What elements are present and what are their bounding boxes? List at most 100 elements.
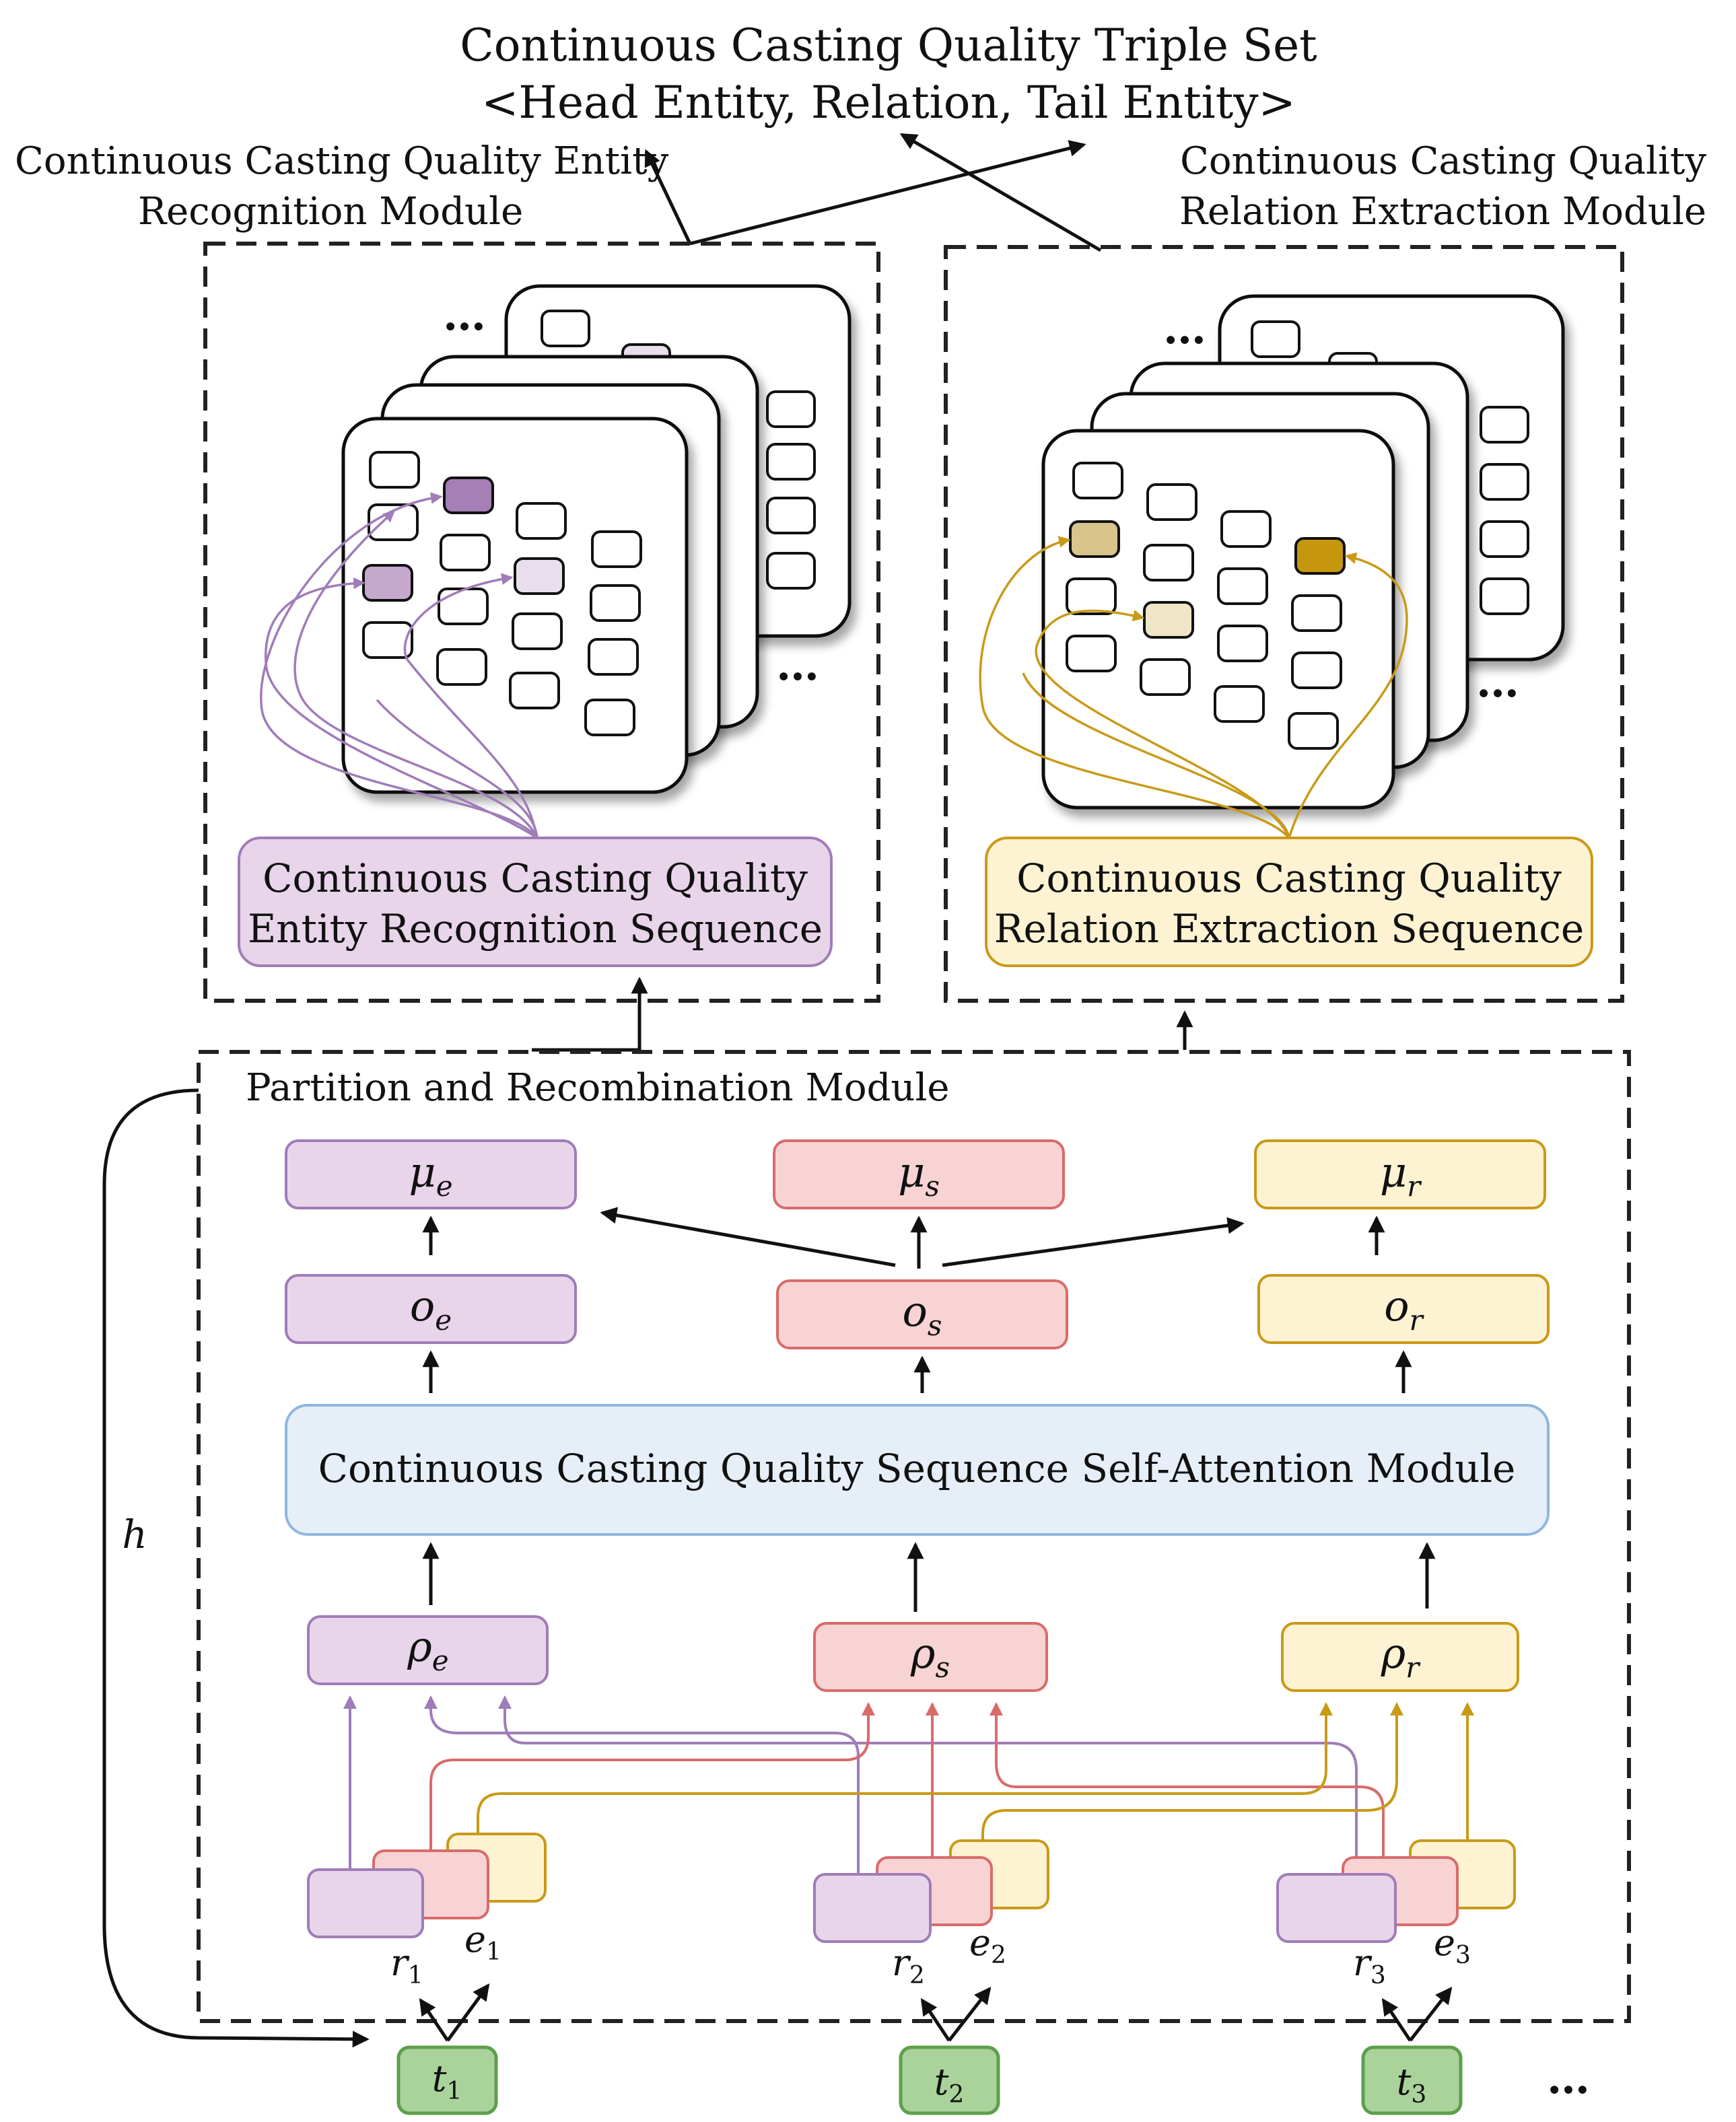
mu-r-symbol: μ <box>1380 1147 1407 1197</box>
o-e-symbol: o <box>410 1281 435 1331</box>
e1-symbol: e <box>464 1918 486 1960</box>
mu-e-box: μe <box>285 1139 577 1209</box>
triple-set-arrows <box>644 133 1102 252</box>
t2-symbol: t <box>934 2061 949 2103</box>
relation-sequence-arcs <box>979 536 1408 839</box>
svg-text:μr: μr <box>1380 1147 1422 1203</box>
h-label: h <box>122 1512 147 1557</box>
r1-subscript: 1 <box>408 1962 423 1989</box>
partition-module-label: Partition and Recombination Module <box>246 1066 950 1110</box>
triple-set-subtitle: <Head Entity, Relation, Tail Entity> <box>481 77 1296 129</box>
r3-symbol: r <box>1353 1942 1373 1984</box>
svg-text:or: or <box>1384 1281 1424 1337</box>
r2-subscript: 2 <box>909 1962 925 1989</box>
svg-text:ρs: ρs <box>910 1629 950 1684</box>
r3-subscript: 3 <box>1370 1962 1386 1989</box>
svg-text:t1: t1 <box>432 2057 462 2105</box>
r1-symbol: r <box>390 1942 410 1984</box>
triple-set-title: Continuous Casting Quality Triple Set <box>460 20 1317 71</box>
relation-module-label-line2: Relation Extraction Module <box>1179 190 1706 234</box>
svg-text:os: os <box>903 1287 942 1342</box>
svg-text:oe: oe <box>410 1281 452 1337</box>
e3-symbol: e <box>1434 1921 1455 1964</box>
relation-module-frame <box>944 245 1624 1003</box>
relation-sequence-line1: Continuous Casting Quality <box>1016 855 1562 901</box>
entity-recombination-lines <box>343 1695 1358 1881</box>
self-attention-module-box <box>285 1404 1550 1536</box>
rho-e-subscript: e <box>432 1644 449 1677</box>
h-feedback-arc <box>102 1088 370 2048</box>
relation-sequence-line2: Relation Extraction Sequence <box>994 906 1584 952</box>
o-r-subscript: r <box>1410 1304 1425 1337</box>
t1-subscript: 1 <box>446 2078 462 2105</box>
svg-text:t3: t3 <box>1397 2061 1427 2109</box>
o-e-subscript: e <box>435 1304 452 1337</box>
entity-module-label-line2: Recognition Module <box>138 190 523 234</box>
relation-module-label-line1: Continuous Casting Quality <box>1180 139 1706 183</box>
o-r-box: or <box>1257 1274 1550 1344</box>
token-1-partitions <box>307 1833 547 1938</box>
rho-s-subscript: s <box>935 1651 950 1684</box>
e1-subscript: 1 <box>486 1938 501 1966</box>
e2-symbol: e <box>969 1921 991 1964</box>
mu-s-subscript: s <box>925 1170 940 1203</box>
svg-text:r2: r2 <box>892 1942 925 1989</box>
entity-recognition-sequence-box <box>238 837 833 967</box>
relation-stack-ellipsis-bottom: … <box>1476 657 1519 707</box>
o-r-symbol: o <box>1384 1281 1409 1331</box>
o-s-subscript: s <box>928 1309 942 1342</box>
e2-subscript: 2 <box>991 1942 1006 1969</box>
svg-text:t2: t2 <box>934 2061 965 2109</box>
t3-symbol: t <box>1397 2061 1412 2103</box>
rho-s-symbol: ρ <box>910 1629 935 1678</box>
span-recombination-lines <box>429 1702 1385 1864</box>
entity-stack-ellipsis-top: … <box>443 290 486 341</box>
token-t1: t1 <box>396 2045 498 2115</box>
o-s-symbol: o <box>903 1287 928 1336</box>
relation-front-card-cells <box>1066 462 1346 750</box>
e3-subscript: 3 <box>1455 1942 1471 1969</box>
partition-module-frame <box>197 1050 1631 2023</box>
entity-module-label-line1: Continuous Casting Quality Entity <box>15 139 669 183</box>
mu-r-subscript: r <box>1407 1170 1422 1203</box>
token-3-labels: r3 e3 <box>1353 1921 1471 1989</box>
token-split-arrows <box>419 1983 1453 2042</box>
svg-text:e1: e1 <box>464 1918 501 1966</box>
svg-text:e3: e3 <box>1434 1921 1471 1969</box>
relation-tag-matrix-stack: … … <box>1041 294 1565 810</box>
mu-e-subscript: e <box>436 1170 453 1203</box>
rho-s-box: ρs <box>813 1622 1048 1692</box>
rho-r-box: ρr <box>1281 1622 1519 1692</box>
rho-r-symbol: ρ <box>1381 1629 1405 1678</box>
o-e-box: oe <box>285 1274 577 1344</box>
relation-stack-ellipsis-top: … <box>1163 304 1206 354</box>
token-2-labels: r2 e2 <box>892 1921 1006 1989</box>
relation-extraction-sequence-box <box>985 837 1593 967</box>
o-s-box: os <box>776 1279 1068 1349</box>
svg-text:ρr: ρr <box>1381 1629 1421 1684</box>
entity-tag-matrix-stack: … … <box>341 284 852 794</box>
entity-sequence-arcs <box>260 492 539 839</box>
svg-text:μs: μs <box>898 1147 940 1203</box>
rho-e-box: ρe <box>307 1615 549 1685</box>
token-t3: t3 <box>1361 2045 1463 2115</box>
partition-to-modules-connectors <box>532 977 1193 1052</box>
entity-sequence-line2: Entity Recognition Sequence <box>248 906 823 952</box>
mu-e-symbol: μ <box>409 1147 436 1197</box>
svg-text:r3: r3 <box>1353 1942 1386 1989</box>
o-to-mu-arrows <box>422 1207 1385 1269</box>
mu-r-box: μr <box>1254 1139 1546 1209</box>
attention-to-o-arrows <box>422 1350 1412 1393</box>
rho-e-symbol: ρ <box>407 1622 431 1671</box>
rho-to-attention-arrows <box>422 1542 1436 1612</box>
rho-r-subscript: r <box>1405 1651 1421 1684</box>
entity-sequence-line1: Continuous Casting Quality <box>263 855 808 901</box>
svg-text:e2: e2 <box>969 1921 1006 1969</box>
self-attention-module-label: Continuous Casting Quality Sequence Self… <box>318 1446 1516 1491</box>
svg-text:ρe: ρe <box>407 1622 448 1677</box>
t2-subscript: 2 <box>948 2081 964 2109</box>
token-1-labels: r1 e1 <box>390 1918 501 1989</box>
entity-stack-ellipsis-bottom: … <box>776 640 819 691</box>
entity-module-frame <box>203 242 880 1003</box>
